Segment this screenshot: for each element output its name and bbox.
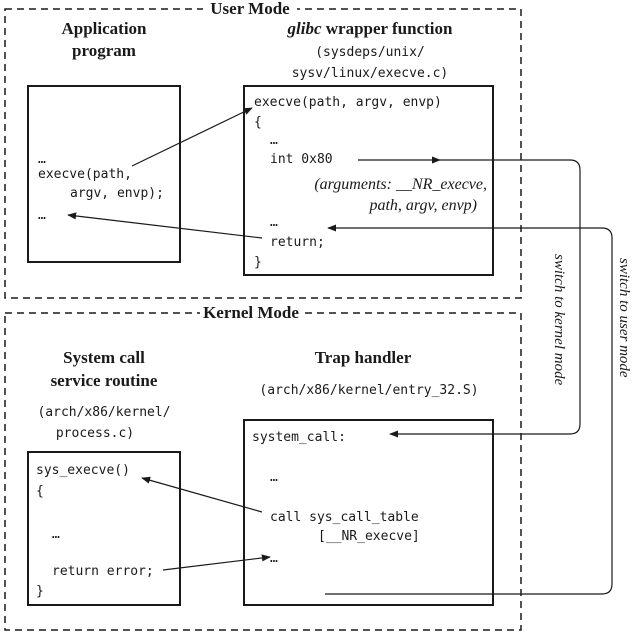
arrow-wrapper-return-to-app <box>67 212 263 239</box>
trap-code-line-2: … <box>270 470 278 485</box>
wrapper-code-line-3: … <box>270 133 278 148</box>
service-code-line-1: sys_execve() <box>36 463 130 478</box>
wrapper-code-line-1: execve(path, argv, envp) <box>254 95 442 110</box>
wrapper-code-line-6: return; <box>270 235 325 250</box>
app-code-line-2: execve(path, <box>38 167 132 182</box>
app-code-line-3: argv, envp); <box>70 186 164 201</box>
service-routine-box <box>27 451 181 606</box>
service-code-line-5: } <box>36 584 44 599</box>
trap-code-line-1: system_call: <box>252 430 346 445</box>
service-code-line-2: { <box>36 484 44 499</box>
trap-handler-box <box>243 419 494 606</box>
user-mode-title: User Mode <box>210 0 290 18</box>
app-program-heading-line1: Application <box>61 19 147 38</box>
wrapper-heading: glibc wrapper function <box>287 19 454 38</box>
arrow-switch-to-kernel-path <box>389 159 581 438</box>
trap-code-line-3: call sys_call_table <box>270 510 419 525</box>
service-routine-heading-line2: service routine <box>51 371 158 390</box>
app-program-heading-line2: program <box>72 41 136 60</box>
switch-to-kernel-mode-label: switch to kernel mode <box>551 254 567 386</box>
wrapper-code-line-2: { <box>254 115 262 130</box>
kernel-mode-title: Kernel Mode <box>203 303 299 322</box>
wrapper-code-line-7: } <box>254 255 262 270</box>
wrapper-path-line1: (sysdeps/unix/ <box>315 45 425 60</box>
trap-code-line-5: … <box>270 551 278 566</box>
trap-code-line-4: [__NR_execve] <box>318 529 420 544</box>
service-routine-path-line1: (arch/x86/kernel/ <box>37 405 170 420</box>
trap-handler-path: (arch/x86/kernel/entry_32.S) <box>259 383 478 398</box>
app-code-line-1: … <box>38 152 46 167</box>
switch-to-user-mode-label: switch to user mode <box>616 258 632 378</box>
app-code-line-4: … <box>38 208 46 223</box>
service-routine-path-line2: process.c) <box>56 426 134 441</box>
service-code-line-4: return error; <box>52 564 154 579</box>
wrapper-code-line-5: … <box>270 215 278 230</box>
wrapper-comment-line2: path, argv, envp) <box>368 197 477 214</box>
wrapper-heading-glibc: glibc <box>287 19 322 38</box>
arrow-app-to-wrapper <box>131 107 253 167</box>
wrapper-heading-rest: wrapper function <box>326 19 453 38</box>
wrapper-box <box>243 85 494 276</box>
arrow-service-return-to-trap <box>162 554 271 571</box>
service-code-line-3: … <box>52 527 60 542</box>
service-routine-heading-line1: System call <box>63 348 145 367</box>
arrow-switch-to-user-path <box>325 224 613 595</box>
wrapper-path-line2: sysv/linux/execve.c) <box>292 66 449 81</box>
trap-handler-heading: Trap handler <box>315 348 412 367</box>
arrow-call-to-service <box>141 476 263 513</box>
wrapper-comment-line1: (arguments: __NR_execve, <box>314 176 487 193</box>
wrapper-code-line-4: int 0x80 <box>270 152 333 167</box>
app-program-box <box>27 85 181 263</box>
